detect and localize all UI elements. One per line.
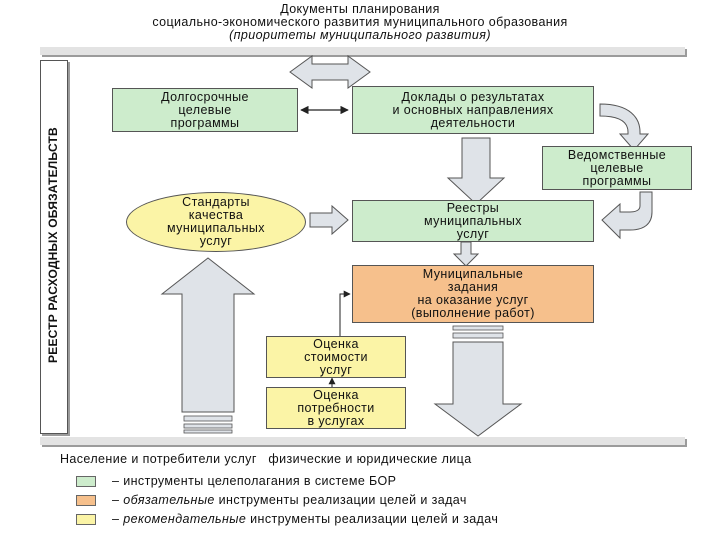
legend-item-green: – инструменты целеполагания в системе БО…: [76, 474, 396, 488]
down-arrow-registers-tasks: [452, 241, 480, 267]
down-arrow-reports-registers: [446, 137, 506, 205]
box-municipal-tasks: Муниципальные задания на оказание услуг …: [352, 265, 594, 323]
box-long-term-programs: Долгосрочные целевые программы: [112, 88, 298, 132]
box-departmental-programs: Ведомственные целевые программы: [542, 146, 692, 190]
legend-swatch-orange: [76, 494, 96, 506]
top-divider-bar: [40, 47, 685, 55]
up-arrow-base-2: [183, 423, 233, 429]
legend-text-yellow: – рекомендательные инструменты реализаци…: [112, 512, 499, 526]
header-line-2: социально-экономического развития муници…: [152, 15, 568, 29]
bottom-divider-bar: [40, 437, 685, 445]
header-line-1: Документы планирования: [280, 2, 440, 16]
big-up-arrow: [160, 257, 256, 413]
up-arrow-base-3: [183, 429, 233, 434]
arrow-standards-registers: [309, 204, 349, 236]
legend-item-orange: – обязательные инструменты реализации це…: [76, 493, 467, 507]
connector-cost-tasks: [339, 290, 351, 336]
box-need-estimate: Оценка потребности в услугах: [266, 387, 406, 429]
top-double-arrow: [289, 55, 371, 89]
box-registers: Реестры муниципальных услуг: [352, 200, 594, 242]
footer-text: Население и потребители услуг физические…: [60, 452, 472, 466]
up-arrow-base-1: [183, 415, 233, 422]
down-arrow-top-2: [452, 332, 504, 339]
down-arrow-top-1: [452, 325, 504, 331]
legend-swatch-yellow: [76, 513, 96, 525]
big-down-arrow: [433, 341, 523, 437]
legend-item-yellow: – рекомендательные инструменты реализаци…: [76, 512, 498, 526]
curved-arrow-right-top: [599, 103, 650, 151]
box-reports: Доклады о результатах и основных направл…: [352, 86, 594, 134]
header-title: Документы планирования социально-экономи…: [60, 3, 660, 42]
legend-text-green: – инструменты целеполагания в системе БО…: [112, 474, 397, 488]
box-standards: Стандарты качества муниципальных услуг: [126, 192, 306, 252]
header-line-3: (приоритеты муниципального развития): [229, 28, 491, 42]
legend-text-orange: – обязательные инструменты реализации це…: [112, 493, 467, 507]
box-cost-estimate: Оценка стоимости услуг: [266, 336, 406, 378]
sidebar-bar: [40, 60, 68, 434]
curved-arrow-right-bottom: [601, 191, 653, 240]
legend-swatch-green: [76, 475, 96, 487]
